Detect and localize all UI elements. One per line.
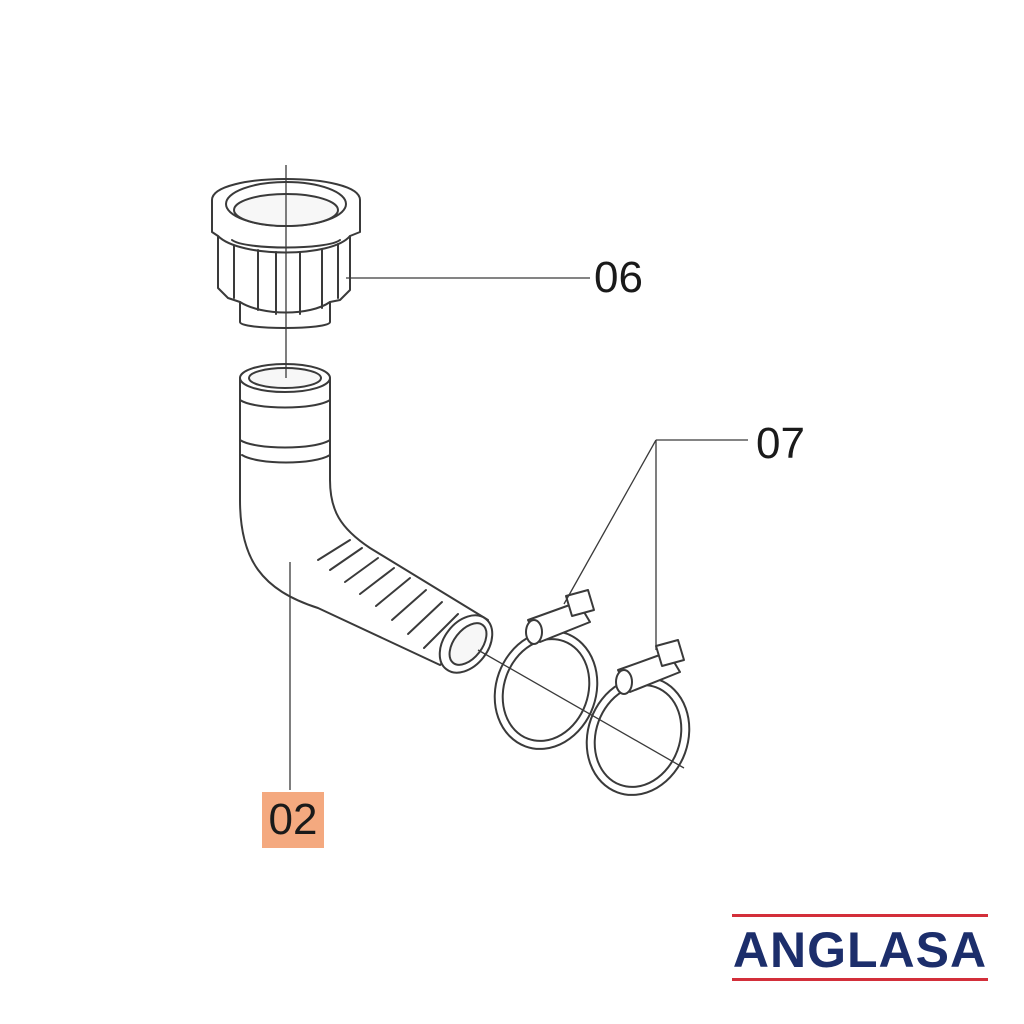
logo-top-bar xyxy=(732,914,988,917)
callout-02: 02 xyxy=(262,792,324,848)
anglasa-logo: ANGLASA xyxy=(732,912,988,984)
logo-bottom-bar xyxy=(732,978,988,981)
elbow-hose-02 xyxy=(239,363,494,674)
logo-text: ANGLASA xyxy=(732,922,988,978)
callout-06: 06 xyxy=(594,253,643,302)
callout-07: 07 xyxy=(756,419,805,468)
hose-clamp-07-b xyxy=(585,639,691,796)
hose-clamp-07-a xyxy=(493,589,599,750)
